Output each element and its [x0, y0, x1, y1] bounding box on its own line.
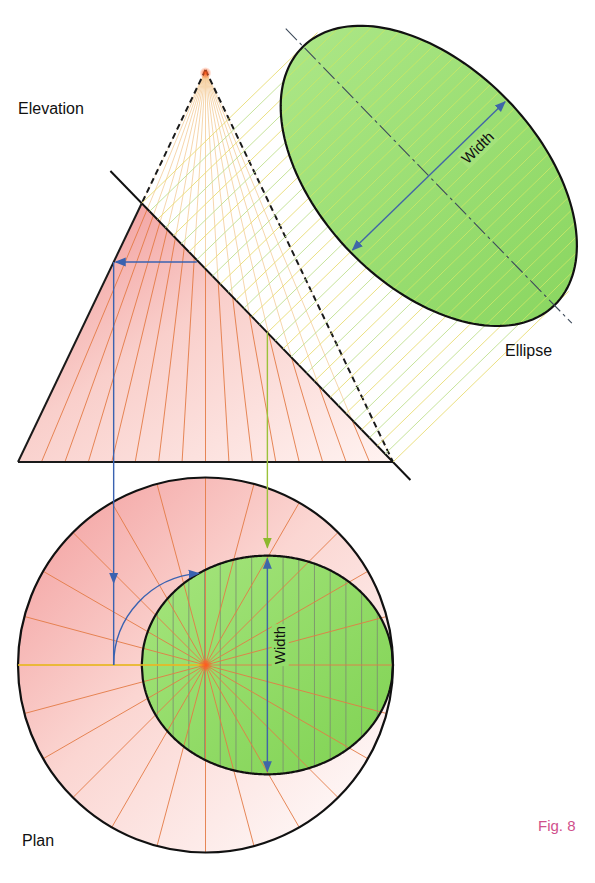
radial-line	[73, 532, 206, 665]
ellipse-fill	[281, 26, 577, 326]
construction-lines	[114, 262, 268, 771]
generator-line	[206, 70, 253, 462]
dimension-label: Width	[457, 127, 499, 168]
plan	[18, 478, 393, 853]
generator-line	[135, 70, 205, 462]
generator-line	[112, 70, 206, 462]
ellipse-chord	[319, 67, 476, 219]
radial-line	[206, 665, 255, 846]
rotation-arc	[114, 573, 199, 665]
apex-dot	[200, 67, 212, 79]
generator-line	[206, 70, 276, 462]
radial-line	[18, 665, 206, 666]
generator-line	[135, 70, 205, 462]
generator-line	[205, 70, 206, 462]
radial-line	[206, 484, 255, 665]
generator-line	[159, 70, 206, 462]
ellipse-chords	[233, 0, 595, 373]
radial-line	[112, 665, 206, 827]
generator-line	[206, 70, 229, 462]
ellipse-chord	[248, 0, 405, 147]
cone-base	[18, 461, 393, 463]
plan-circle	[18, 478, 393, 853]
radial-line	[24, 665, 205, 714]
view-label: Ellipse	[505, 342, 552, 360]
generator-line	[18, 70, 206, 462]
construction-arrow	[116, 261, 197, 262]
construction-arrow	[267, 333, 268, 548]
width-dimension	[267, 559, 268, 772]
radial-line	[206, 665, 394, 666]
radial-line	[206, 616, 387, 665]
generator-line	[159, 70, 206, 462]
width-dimension	[353, 102, 506, 250]
ellipse-chord	[460, 213, 595, 365]
ellipse-chord	[295, 43, 452, 195]
generator-line	[65, 70, 206, 462]
figure-caption: Fig. 8	[538, 818, 576, 835]
ellipse-chord	[413, 164, 570, 316]
generator-line	[88, 70, 205, 462]
dimension-label: Width	[272, 624, 289, 666]
plan-circle-fill	[18, 478, 393, 853]
view-label: Plan	[22, 832, 54, 850]
generator-line	[41, 70, 205, 462]
plan-radius-line	[18, 664, 206, 666]
ellipse-chord	[374, 124, 531, 276]
major-axis-centerline	[286, 29, 572, 324]
section-line	[267, 556, 268, 775]
generator-line	[206, 70, 276, 462]
ellipse-chord	[350, 100, 507, 252]
radial-line	[206, 665, 339, 798]
generator-line	[112, 70, 206, 462]
projector-lines	[142, 26, 577, 462]
plan-centre-dot	[199, 658, 213, 672]
radial-line	[73, 665, 206, 798]
radial-line	[206, 665, 368, 759]
generator-line	[206, 70, 253, 462]
ellipse-chord	[452, 205, 595, 357]
generator-line	[88, 70, 205, 462]
cone-hidden-edge	[142, 70, 206, 203]
cone-edge	[18, 203, 142, 462]
construction-arrow	[113, 262, 114, 583]
generator-line	[65, 70, 206, 462]
ellipse-chord	[240, 0, 397, 139]
generator-line	[41, 70, 205, 462]
radial-line	[112, 503, 206, 665]
generator-line	[18, 70, 206, 462]
generator-line	[206, 70, 229, 462]
radial-line	[24, 616, 205, 665]
radial-line	[206, 665, 300, 827]
true-ellipse	[233, 0, 595, 373]
ellipse-outline	[281, 26, 577, 326]
view-label: Elevation	[18, 100, 84, 118]
ellipse-chord	[256, 3, 413, 155]
radial-line	[206, 665, 387, 714]
radial-lines	[18, 478, 393, 853]
generator-line	[205, 70, 206, 462]
